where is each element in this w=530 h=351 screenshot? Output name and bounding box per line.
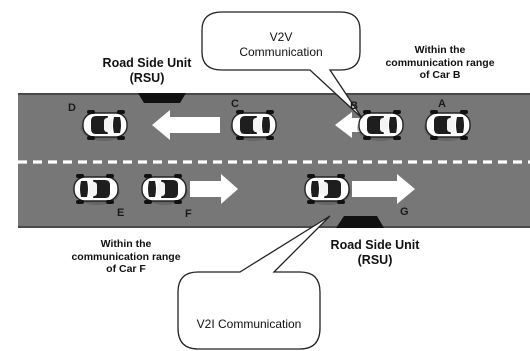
range-car-b-label: Within the communication range of Car B xyxy=(370,44,510,82)
range-car-f-line2: communication range xyxy=(71,250,181,263)
rsu-top-unit xyxy=(138,93,186,103)
v2i-label-text: V2I Communication xyxy=(196,317,302,331)
rsu-bottom-label: Road Side Unit (RSU) xyxy=(305,238,445,268)
arrow-near-car-b xyxy=(335,112,360,138)
rsu-bottom-unit xyxy=(336,216,384,228)
car-a-letter: A xyxy=(438,98,446,110)
rsu-bottom-label-line2: (RSU) xyxy=(357,253,393,267)
v2v-label-line1: V2V xyxy=(269,30,293,44)
road-edge-bottom xyxy=(18,226,530,228)
car-g-letter: G xyxy=(400,206,409,218)
car-a xyxy=(424,110,470,141)
car-g xyxy=(304,173,352,206)
rsu-top-label-line1: Road Side Unit xyxy=(102,56,192,70)
range-car-f-line3: of Car F xyxy=(106,263,146,276)
arrow-right-car-g xyxy=(352,174,415,204)
range-car-f-label: Within the communication range of Car F xyxy=(56,238,196,276)
arrow-left-lane-top xyxy=(152,110,220,140)
v2i-label: V2I Communication xyxy=(180,317,318,332)
range-car-b-line2: communication range xyxy=(385,56,495,69)
v2i-bubble xyxy=(177,215,331,350)
car-e xyxy=(73,173,121,206)
car-b xyxy=(357,110,403,141)
road-edge-top xyxy=(18,93,530,95)
rsu-bottom-label-line1: Road Side Unit xyxy=(330,238,420,252)
v2v-label-line2: Communication xyxy=(239,45,323,59)
car-e-letter: E xyxy=(117,207,125,219)
rsu-top-label: Road Side Unit (RSU) xyxy=(82,56,212,86)
car-f-letter: F xyxy=(185,208,192,220)
car-d-letter: D xyxy=(68,102,76,114)
car-d xyxy=(81,110,127,141)
range-car-f-line1: Within the xyxy=(100,238,152,250)
car-c-letter: C xyxy=(231,98,239,110)
v2v-bubble xyxy=(201,11,363,119)
arrow-right-car-f xyxy=(190,174,238,204)
car-c xyxy=(230,110,276,141)
rsu-top-label-line2: (RSU) xyxy=(129,71,165,85)
car-b-letter: B xyxy=(350,100,358,112)
range-car-b-line1: Within the xyxy=(414,44,466,56)
range-car-b-line3: of Car B xyxy=(419,69,461,82)
car-f xyxy=(141,173,189,206)
v2v-label: V2V Communication xyxy=(222,30,340,60)
